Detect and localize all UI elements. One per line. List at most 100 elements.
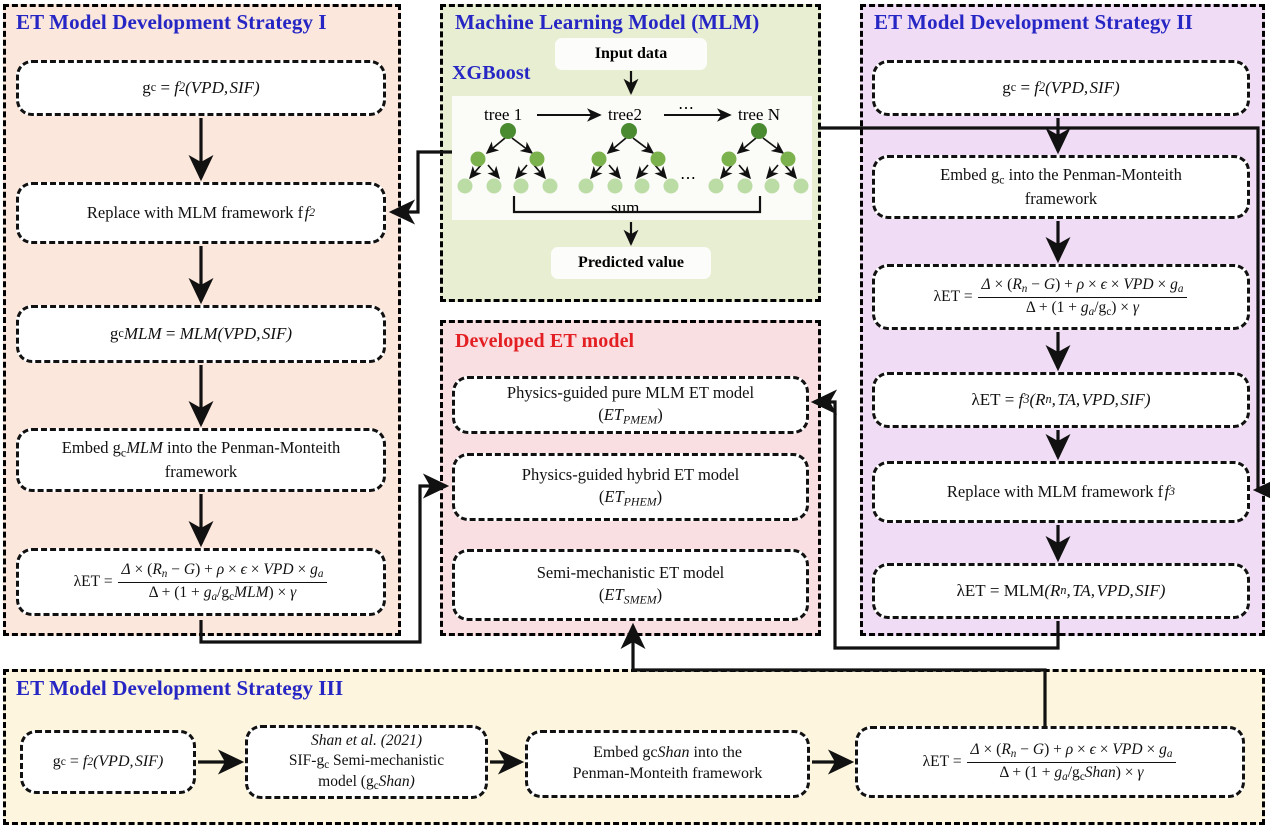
s3-shan-l3sub: c (373, 780, 379, 793)
s2-embed-post: into the Penman-Monteith (1004, 165, 1182, 185)
token-f: f (174, 78, 180, 98)
token-lambdaET: λET (73, 573, 101, 591)
s3-shan-l3b: Shan) (378, 772, 415, 790)
panel-title-strategy-3: ET Model Development Strategy III (16, 676, 344, 700)
token-args: (VPD, SIF) (185, 78, 260, 98)
token-MLM: MLM (1003, 581, 1045, 601)
s1-embed-sub: c (120, 445, 127, 460)
token-args: (VPD, SIF) (1045, 78, 1120, 98)
mlm-ellipsis-mid-icon: ⋯ (680, 170, 697, 187)
token-lambdaET: λET (956, 581, 986, 601)
token-equals: = (160, 78, 171, 98)
s3-shan-citation: Shan et al. (2021) (310, 731, 423, 749)
token-g: g (1002, 78, 1011, 98)
token-f: f (1034, 78, 1040, 98)
s1-replace-label: Replace with MLM framework f (86, 203, 304, 223)
dev-box-pmem[interactable]: Physics-guided pure MLM ET model (ETPMEM… (452, 376, 809, 434)
token-MLM: MLM (123, 324, 162, 344)
dev-phem-et: ET (604, 486, 624, 506)
s3-embed-l1a: Embed gc (593, 744, 658, 762)
token-2: 2 (87, 755, 94, 768)
s2-box-lambda-et-pm[interactable]: λET = Δ × (Rn − G) + ρ × ϵ × VPD × ga Δ … (872, 264, 1250, 330)
token-2: 2 (1039, 80, 1046, 95)
dev-smem-sub: SMEM (623, 592, 657, 607)
dev-phem-line1: Physics-guided hybrid ET model (521, 465, 740, 485)
s3-embed-l1b: Shan (657, 744, 690, 762)
panel-title-mlm: Machine Learning Model (MLM) (455, 10, 760, 34)
s3-embed-l2: Penman-Monteith framework (572, 765, 763, 782)
token-mlm-call: MLM(VPD, SIF) (179, 324, 293, 344)
s3-box-shan-semimechanistic-model[interactable]: Shan et al. (2021) SIF-gc Semi-mechanist… (245, 725, 488, 799)
s3-box-lambda-et-equation[interactable]: λET = Δ × (Rn − G) + ρ × ϵ × VPD × ga Δ … (855, 726, 1245, 798)
dev-smem-line1: Semi-mechanistic ET model (536, 563, 725, 583)
dev-pmem-sub: PMEM (622, 412, 658, 427)
token-equals: = (1020, 78, 1031, 98)
s2-embed-pre: Embed g (940, 165, 1000, 185)
s3-shan-l2b: Semi-mechanistic (329, 751, 445, 769)
s3-shan-l2sub: c (324, 758, 330, 771)
token-equals: = (1004, 390, 1015, 410)
mlm-tree2-label: tree2 (608, 105, 642, 124)
s2-box-embed-penman-monteith[interactable]: Embed gc into the Penman-Monteith framew… (872, 155, 1250, 219)
s1-embed-pre: Embed g (61, 438, 121, 458)
panel-title-developed: Developed ET model (455, 330, 635, 352)
token-g: g (109, 324, 119, 344)
dev-smem-et: ET (604, 584, 624, 604)
token-c: c (118, 326, 124, 341)
mlm-input-data-box[interactable]: Input data (555, 38, 707, 70)
dev-phem-sub: PHEM (623, 494, 657, 509)
s3-shan-l2a: SIF-g (288, 751, 325, 769)
s1-replace-sub: 2 (309, 205, 316, 220)
fraction: Δ × (Rn − G) + ρ × ϵ × VPD × ga Δ + (1 +… (977, 276, 1188, 318)
panel-title-strategy-1: ET Model Development Strategy I (16, 10, 327, 34)
s2-replace-sub: 3 (1169, 484, 1176, 499)
s1-box-embed-penman-monteith[interactable]: Embed gcMLM into the Penman-Monteith fra… (16, 428, 386, 492)
token-c: c (1010, 80, 1017, 95)
mlm-predicted-value-box[interactable]: Predicted value (551, 247, 711, 279)
token-f: f (304, 203, 310, 223)
token-lambdaET: λET (922, 753, 950, 771)
token-args: (VPD, SIF) (93, 752, 164, 770)
token-equals: = (69, 752, 79, 770)
s2-replace-label: Replace with MLM framework f (946, 482, 1164, 502)
dev-pmem-et: ET (603, 404, 623, 424)
mlm-sum-label: sum (611, 198, 640, 217)
s3-shan-l3a: model (g (318, 772, 374, 790)
s1-embed-post: into the Penman-Monteith (162, 438, 341, 458)
s1-embed-line2: framework (164, 462, 238, 482)
token-equals: = (952, 753, 962, 771)
s3-box-embed-gcshan[interactable]: Embed gcShan into the Penman-Monteith fr… (525, 730, 810, 798)
mlm-ellipsis-top-icon: ⋯ (678, 100, 695, 117)
panel-subtitle-xgboost: XGBoost (452, 62, 531, 84)
dev-box-smem[interactable]: Semi-mechanistic ET model (ETSMEM) (452, 549, 809, 621)
token-c: c (150, 80, 157, 95)
token-equals: = (165, 324, 176, 344)
s1-box-lambda-et-equation[interactable]: λET = Δ × (Rn − G) + ρ × ϵ × VPD × ga Δ … (16, 548, 386, 616)
token-f: f (1164, 482, 1170, 502)
dev-box-phem[interactable]: Physics-guided hybrid ET model (ETPHEM) (452, 453, 809, 521)
token-g: g (52, 752, 61, 770)
token-args: (R (1029, 390, 1046, 410)
token-lambdaET: λET (933, 288, 961, 306)
panel-title-strategy-2: ET Model Development Strategy II (874, 10, 1193, 34)
token-equals: = (103, 573, 113, 591)
token-2: 2 (179, 80, 186, 95)
token-equals: = (989, 581, 1000, 601)
fraction: Δ × (Rn − G) + ρ × ϵ × VPD × ga Δ + (1 +… (117, 561, 328, 603)
s3-embed-l1c: into the (689, 744, 742, 762)
fraction: Δ × (Rn − G) + ρ × ϵ × VPD × ga Δ + (1 +… (966, 741, 1177, 783)
token-g: g (142, 78, 151, 98)
token-lambdaET: λET (971, 390, 1001, 410)
token-c: c (60, 755, 66, 768)
dev-pmem-line1: Physics-guided pure MLM ET model (506, 383, 755, 403)
token-equals: = (963, 288, 973, 306)
